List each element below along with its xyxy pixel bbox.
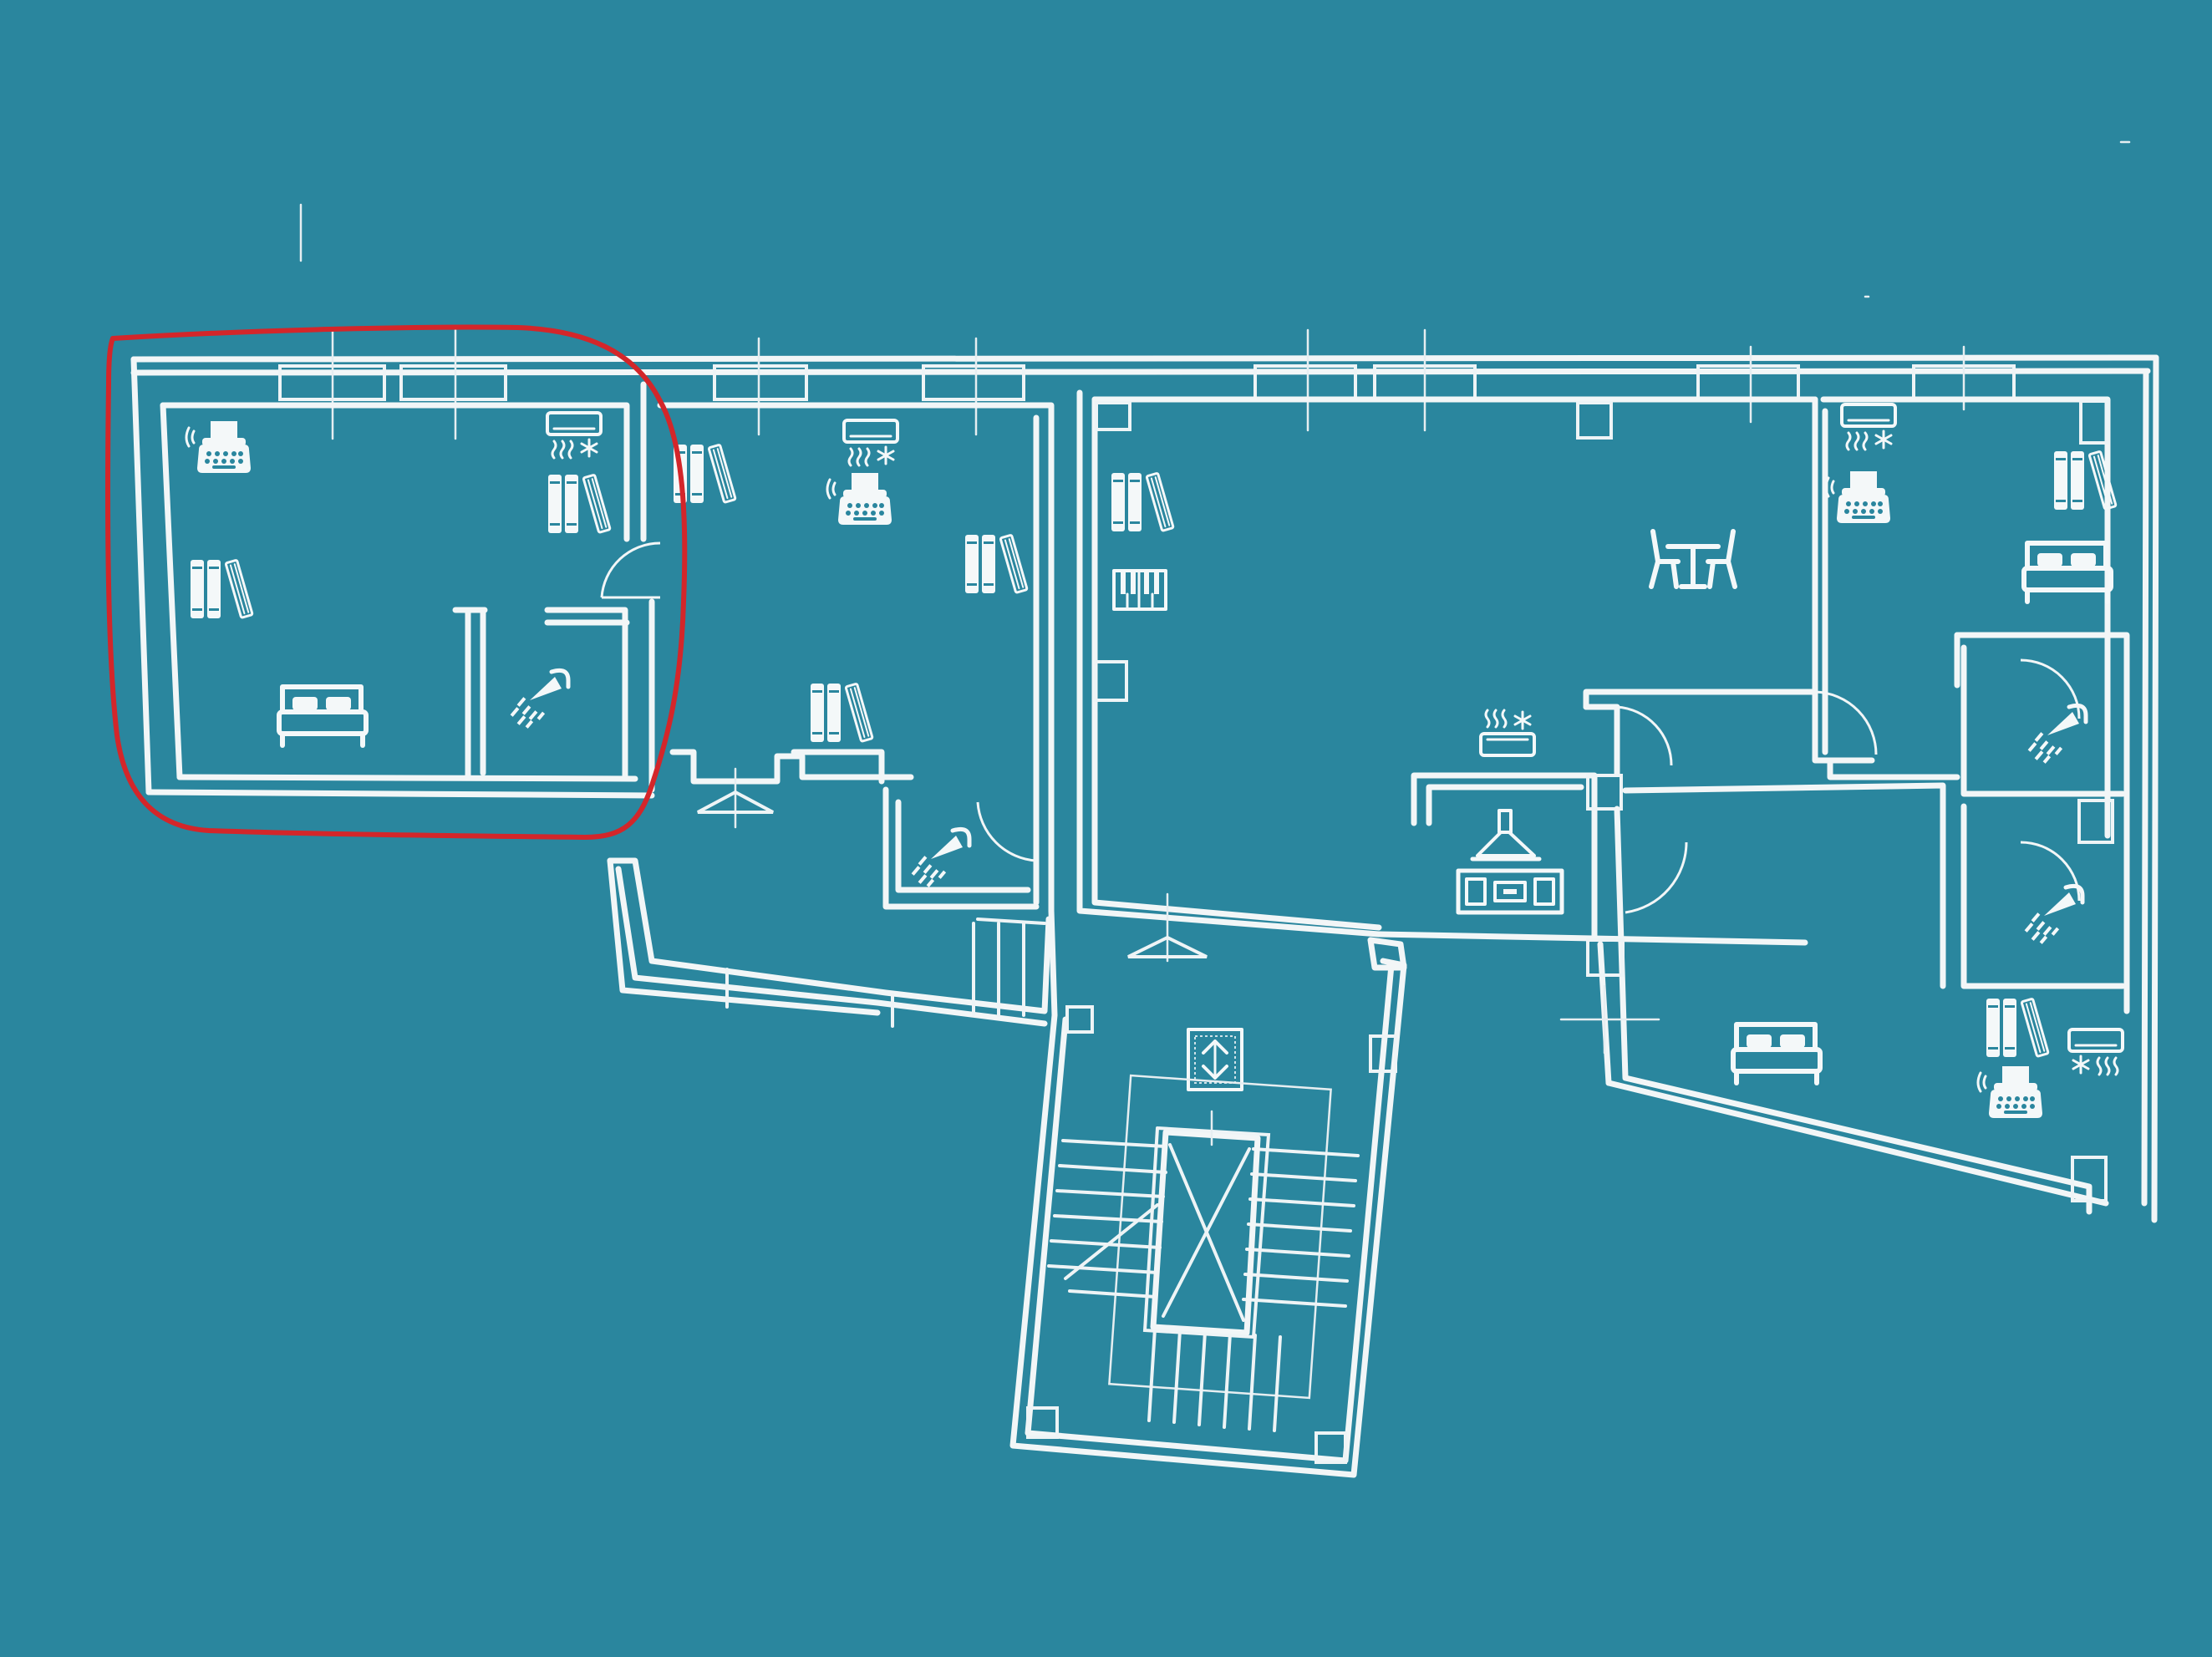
room-bedroom-bottom-right [1559,782,2124,1215]
room-study [657,402,1055,914]
windows [278,328,2016,440]
room-bedroom-top-right [1812,396,2118,839]
bathrooms-right [1954,632,2130,1014]
stove-icon [1458,871,1562,912]
room-bedroom-top-left[interactable] [160,381,661,793]
books-icon [809,682,874,744]
books-icon [189,558,254,620]
air-conditioner-icon [546,411,603,460]
outer-walls [130,354,2159,1223]
shower-icon [511,670,568,729]
books-icon [1985,997,2050,1059]
typewriter-icon [1976,1065,2044,1120]
air-conditioner-icon [2067,1028,2124,1076]
typewriter-icon [185,419,252,475]
books-icon [964,533,1029,595]
bed-icon [279,687,366,745]
dining-table-icon [1651,531,1735,587]
bed-icon [1733,1024,1820,1083]
bed-icon [2024,543,2111,602]
stair-core [1009,907,1407,1478]
shower-icon [2028,705,2086,764]
range-hood-icon [1472,811,1539,859]
typewriter-icon [826,471,893,526]
piano-keyboard-icon [1112,569,1167,611]
typewriter-icon [1824,470,1892,525]
air-conditioner-icon [1479,709,1536,757]
room-living-kitchen [1076,389,1818,963]
stray-marks [299,140,2131,298]
books-icon [547,473,612,535]
shower-icon [912,829,969,887]
corridor-lower [607,857,1052,1028]
air-conditioner-icon [842,419,899,467]
shower-icon [2025,886,2082,944]
highlight-outline [105,324,688,840]
air-conditioner-icon [1840,403,1897,451]
books-icon [1110,471,1175,533]
